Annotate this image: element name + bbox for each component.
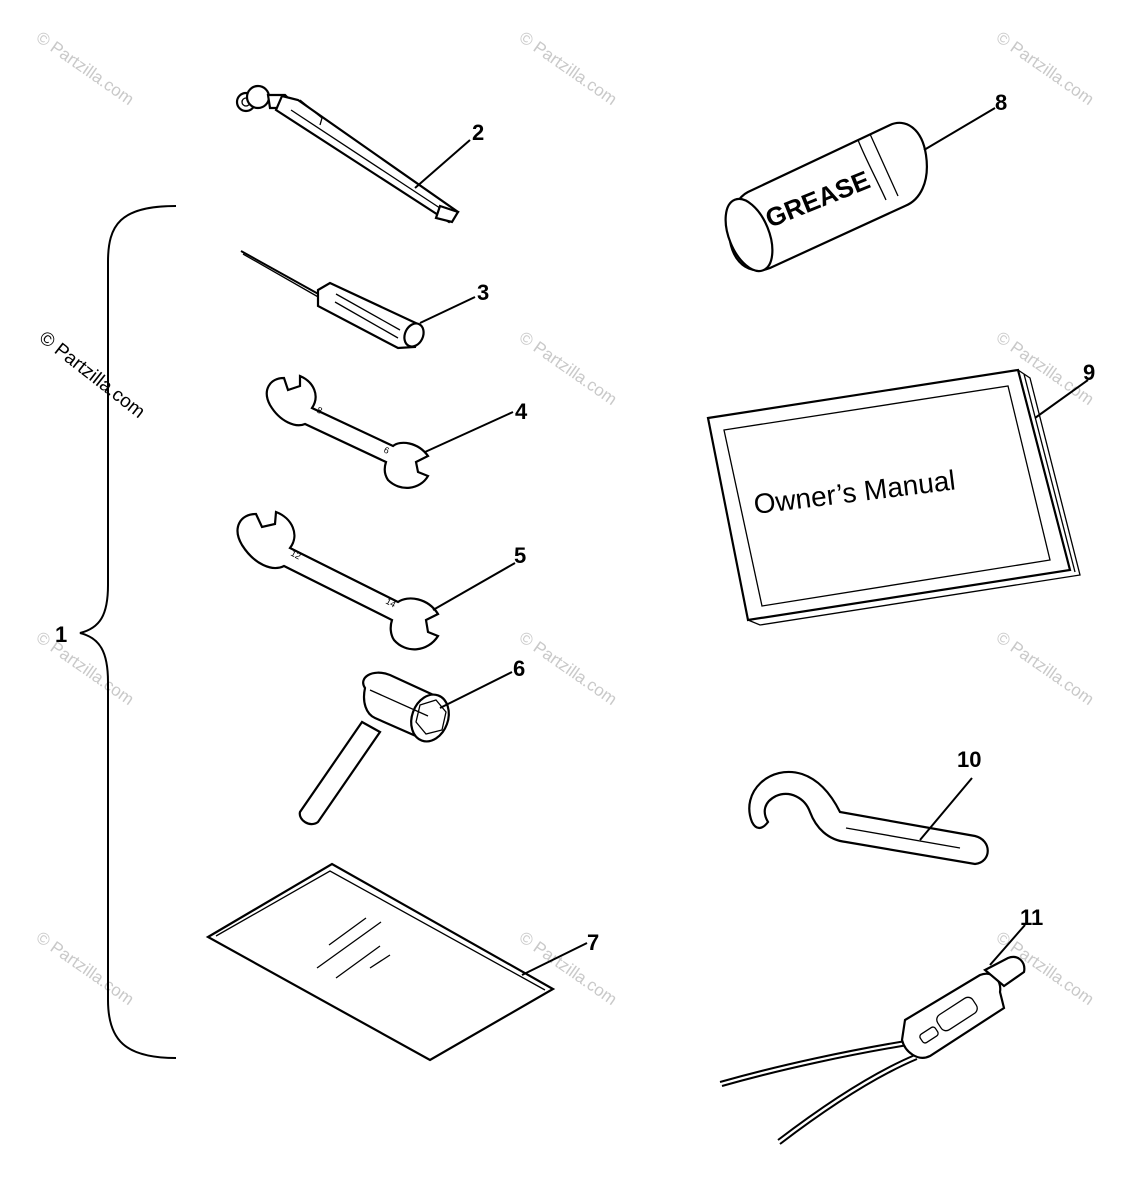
leader-10	[919, 777, 973, 841]
leader-8	[923, 107, 996, 151]
callout-11: 11	[1020, 905, 1043, 930]
leader-6	[439, 671, 513, 709]
wrench-12-14: 12 14	[236, 510, 440, 651]
callout-6: 6	[513, 656, 525, 681]
watermark: © Partzilla.com	[33, 28, 138, 109]
leader-7	[521, 942, 588, 976]
callout-3: 3	[477, 280, 489, 305]
watermark: © Partzilla.com	[993, 28, 1098, 109]
watermark: © Partzilla.com	[993, 628, 1098, 709]
callout-9: 9	[1083, 360, 1095, 385]
leader-5	[432, 562, 516, 611]
screwdriver	[240, 250, 425, 350]
watermark: © Partzilla.com	[516, 28, 621, 109]
wrench-5-mark-b: 14	[384, 596, 398, 610]
owners-manual: Owner’s Manual	[706, 368, 1081, 626]
group-brace	[79, 205, 177, 1059]
wrench-4-mark-b: 6	[382, 445, 391, 456]
wrench-4-mark-a: 8	[315, 405, 324, 416]
leader-9	[1034, 379, 1089, 419]
callout-2: 2	[472, 120, 484, 145]
watermark: © Partzilla.com	[516, 328, 621, 409]
callout-7: 7	[587, 930, 599, 955]
leader-11	[989, 924, 1026, 966]
watermark: © Partzilla.com	[33, 928, 138, 1009]
leader-4	[424, 411, 514, 453]
leader-3	[419, 296, 476, 324]
callout-4: 4	[515, 399, 528, 424]
connector-plug	[719, 955, 1026, 1145]
wrench-8-6: 8 6	[265, 374, 430, 489]
wrench-5-mark-a: 12	[289, 548, 303, 562]
watermark: © Partzilla.com	[516, 628, 621, 709]
leader-2	[414, 139, 471, 189]
spark-plug-wrench	[298, 671, 450, 826]
callout-10: 10	[957, 747, 981, 772]
watermark-prominent: © Partzilla.com	[35, 327, 149, 422]
grease-tube: GREASE	[724, 121, 928, 273]
watermark: © Partzilla.com	[33, 628, 138, 709]
callout-8: 8	[995, 90, 1007, 115]
tire-gauge	[235, 84, 460, 224]
spanner-wrench	[748, 770, 989, 866]
callout-5: 5	[514, 543, 526, 568]
callout-1: 1	[55, 622, 67, 647]
tool-bag	[205, 862, 556, 1062]
